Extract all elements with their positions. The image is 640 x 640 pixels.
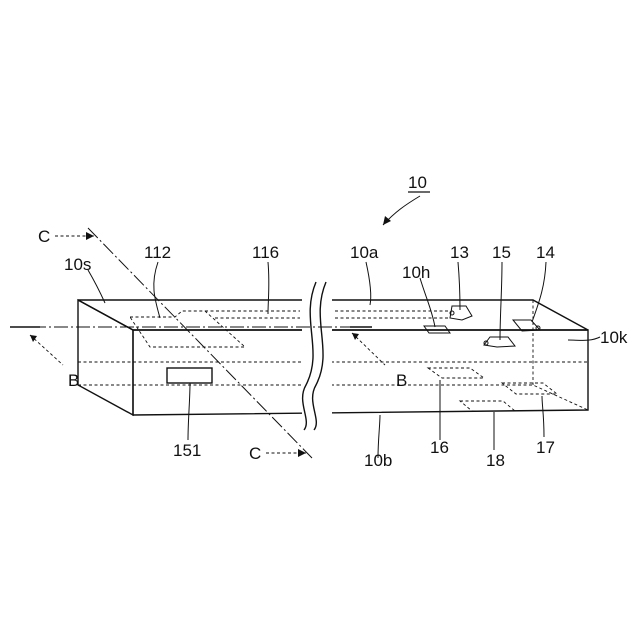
label-b-right: B [396, 371, 407, 390]
internal-components [130, 311, 557, 411]
label-112: 112 [144, 243, 171, 262]
label-10b: 10b [364, 451, 392, 470]
section-line-c [55, 228, 312, 458]
leader-151 [188, 383, 190, 440]
label-116: 116 [252, 243, 279, 262]
leader-13 [458, 262, 460, 310]
label-14: 14 [536, 243, 555, 262]
top-face [78, 300, 588, 330]
break-mark [302, 280, 332, 435]
label-15: 15 [492, 243, 511, 262]
top-face-parts [424, 306, 540, 347]
leader-10h [420, 278, 435, 327]
leader-15 [500, 262, 502, 340]
leader-14 [532, 262, 546, 322]
reference-labels: 10 C 112 116 10a 13 15 14 10s 10h 10k B … [38, 173, 628, 470]
label-c-bottom: C [249, 444, 261, 463]
left-face [78, 300, 133, 415]
label-10s: 10s [64, 255, 91, 274]
label-b-left: B [68, 371, 79, 390]
component-16 [428, 368, 484, 378]
label-18: 18 [486, 451, 505, 470]
leader-10a [366, 262, 371, 305]
leader-116 [268, 262, 269, 314]
part-15-plate [484, 337, 515, 347]
front-face [133, 330, 588, 415]
label-10a: 10a [350, 243, 379, 262]
label-151: 151 [173, 441, 201, 460]
label-17: 17 [536, 438, 555, 457]
leader-10-arrow [383, 216, 391, 225]
label-10: 10 [408, 173, 427, 192]
hidden-bottom-edge [78, 385, 588, 410]
label-16: 16 [430, 438, 449, 457]
section-b-arrow-right [352, 333, 385, 365]
label-c-top: C [38, 227, 50, 246]
leader-10k [568, 337, 600, 340]
leader-17 [542, 396, 544, 437]
leader-112 [154, 262, 160, 318]
component-18 [460, 401, 515, 411]
component-112 [130, 311, 245, 347]
leader-10s [88, 270, 105, 303]
part-13-plate [450, 306, 472, 320]
window-151 [167, 368, 212, 383]
section-b-arrow-left [30, 335, 63, 365]
label-13: 13 [450, 243, 469, 262]
label-10h: 10h [402, 263, 430, 282]
label-10k: 10k [600, 328, 628, 347]
section-c-line [88, 228, 312, 458]
